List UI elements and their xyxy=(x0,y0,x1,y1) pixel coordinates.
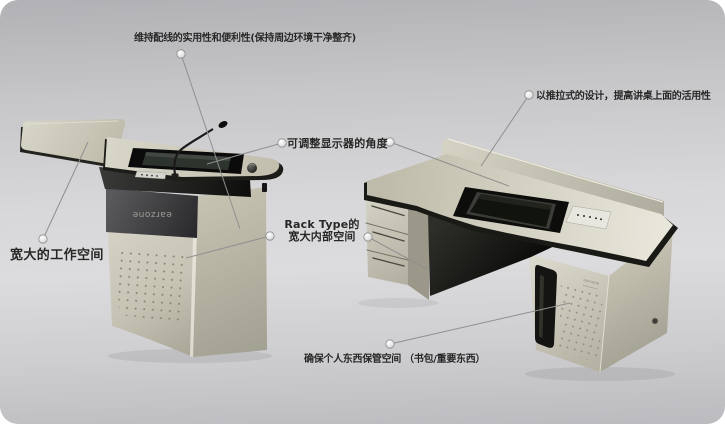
callout-dot xyxy=(176,49,186,59)
callout-line-monitor-left xyxy=(206,142,283,165)
work-surface xyxy=(21,119,126,165)
label-rack-type-line2: 宽大内部空间 xyxy=(288,230,356,243)
desk-monitor-screen xyxy=(470,194,552,227)
console-desk-unit: earzone xyxy=(364,138,678,373)
brand-logo-small: earzone xyxy=(583,277,600,286)
label-storage-space: 确保个人东西保管空间 （书包/重要东西） xyxy=(304,354,486,365)
callouts xyxy=(38,49,571,349)
drawers xyxy=(365,205,409,267)
callout-line-workspace xyxy=(42,141,89,240)
knee-space xyxy=(428,213,561,296)
label-sliding-design: 以推拉式的设计，提高讲桌上面的活用性 xyxy=(536,91,711,102)
callout-line-monitor-right xyxy=(389,141,510,187)
side-connector xyxy=(262,183,267,192)
label-rack-type: Rack Type的 宽大内部空间 xyxy=(272,219,372,243)
callout-line-sliding xyxy=(480,94,530,167)
right-pedestal-side xyxy=(600,226,673,372)
callout-line-storage xyxy=(389,302,571,345)
callout-dot xyxy=(524,90,534,100)
gooseneck-microphone xyxy=(171,121,228,179)
callout-line-rack-left xyxy=(185,235,271,259)
callout-dot xyxy=(277,138,287,148)
desk-control-strip xyxy=(565,205,612,230)
callout-dot xyxy=(363,232,373,242)
callout-dot xyxy=(38,234,48,244)
label-work-space: 宽大的工作空间 xyxy=(10,248,104,263)
lectern-unit: earzone xyxy=(20,119,284,357)
callout-dot xyxy=(385,137,395,147)
callout-line-cable xyxy=(180,53,241,230)
control-strip xyxy=(134,170,167,180)
label-monitor-angle: 可调整显示器的角度 xyxy=(287,137,388,150)
logo-band xyxy=(106,188,198,238)
drawer-pedestal-front xyxy=(366,196,408,285)
callout-dot xyxy=(385,339,395,349)
label-cable-management: 维持配线的实用性和便利性(保持周边环境干净整齐) xyxy=(134,33,356,44)
back-panel xyxy=(442,138,664,216)
brand-logo: earzone xyxy=(132,209,172,219)
cable-hole xyxy=(651,317,659,325)
right-pedestal-dots xyxy=(559,281,603,363)
callout-line-rack-right xyxy=(367,236,428,270)
perforated-panel xyxy=(117,246,186,322)
monitor-screen xyxy=(142,152,231,170)
label-rack-type-line1: Rack Type的 xyxy=(284,218,360,231)
drawer-pedestal-side xyxy=(408,209,429,300)
callout-dot xyxy=(265,231,275,241)
